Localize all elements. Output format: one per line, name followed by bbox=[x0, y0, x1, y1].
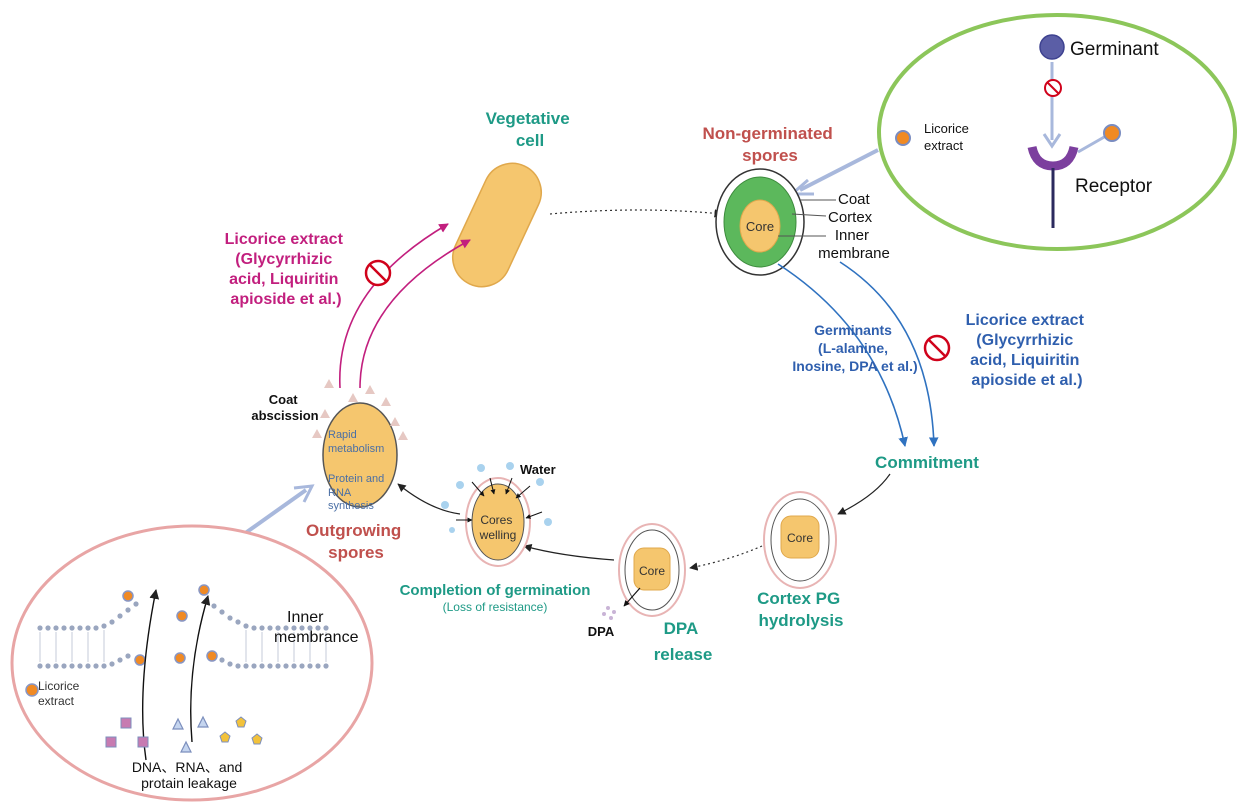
dpa-dots bbox=[602, 606, 616, 620]
extract-molecules bbox=[122, 584, 218, 666]
cortex-pg-core bbox=[780, 515, 820, 559]
rapid-metabolism-label: Rapid metabolism bbox=[328, 429, 384, 455]
dpa-release-label: DPA release bbox=[654, 619, 713, 664]
completion-spore: Cores welling Water Completion of germin… bbox=[400, 462, 591, 614]
receptor-icon bbox=[1027, 145, 1079, 171]
germinant-icon bbox=[1039, 34, 1065, 60]
prohibit-icon-left bbox=[364, 259, 392, 287]
membrane-inset-outline bbox=[10, 524, 374, 802]
arrow-cortex-to-dpa bbox=[689, 545, 763, 571]
coat-abscission-label: Coat abscission bbox=[251, 392, 318, 423]
arrow-completion-to-outgrowing bbox=[397, 483, 461, 515]
arrow-vegetative-to-spore bbox=[549, 209, 723, 218]
dpa-membrane bbox=[624, 529, 680, 611]
membrane-pointer bbox=[242, 488, 308, 536]
core-label: Core bbox=[746, 219, 774, 234]
membrane-pointer-head bbox=[293, 484, 315, 503]
outgrowing-label: Outgrowing spores bbox=[306, 521, 406, 562]
leakage-arrow-2 bbox=[190, 595, 211, 743]
dpa-release-spore: Core DPA DPA release bbox=[588, 523, 713, 664]
leakage-shapes bbox=[105, 715, 263, 753]
cortex-pg-membrane bbox=[770, 498, 830, 582]
completion-label: Completion of germination bbox=[400, 582, 591, 599]
arrow-dpa-to-completion bbox=[523, 543, 615, 561]
membrane-inset: Inner membrance Licorice extract DNA、RNA… bbox=[10, 524, 374, 802]
licorice-arrow-right bbox=[839, 261, 939, 447]
outgrowing-spore: Rapid metabolism Protein and RNA synthes… bbox=[251, 379, 408, 562]
extract-arrow bbox=[1077, 134, 1107, 154]
extract-icon bbox=[1103, 124, 1121, 142]
water-drops bbox=[441, 462, 552, 533]
lipid-bilayer bbox=[37, 601, 329, 669]
prohibit-icon-right bbox=[923, 334, 951, 362]
outgrowing-cell bbox=[322, 402, 398, 508]
licorice-extract-icon bbox=[895, 130, 911, 146]
inner-membrance-label: Inner membrance bbox=[274, 609, 359, 646]
water-label: Water bbox=[520, 462, 556, 477]
inner-membrane-label: Inner membrane bbox=[818, 227, 890, 262]
vegetative-cell-label: Vegetative cell bbox=[486, 109, 575, 150]
receptor-label: Receptor bbox=[1075, 176, 1153, 197]
protein-rna-label: Protein and RNA synthesis bbox=[328, 473, 387, 512]
loss-resistance-label: (Loss of resistance) bbox=[443, 600, 548, 614]
spore-core bbox=[739, 199, 781, 253]
dpa-label: DPA bbox=[588, 624, 615, 639]
cores-welling-label: Cores welling bbox=[479, 513, 517, 542]
cortex-leader bbox=[791, 213, 827, 217]
coat-fragments bbox=[312, 379, 408, 440]
germinant-label: Germinant bbox=[1070, 39, 1159, 60]
licorice-extract-left-label: Licorice extract (Glycyrrhizic acid, Liq… bbox=[225, 231, 348, 308]
outgrowth-arrow-2 bbox=[359, 239, 471, 389]
arrow-commitment-to-cortex bbox=[837, 473, 891, 515]
vegetative-cell-shape bbox=[452, 162, 542, 288]
coat-label: Coat bbox=[838, 191, 871, 208]
prohibit-icon bbox=[1044, 79, 1062, 97]
licorice-extract-inset-label: Licorice extract bbox=[924, 121, 972, 153]
germinant-arrow-head bbox=[1042, 133, 1062, 149]
cortex-pg-core-label: Core bbox=[787, 531, 813, 545]
cortex-label: Cortex bbox=[828, 209, 873, 226]
dpa-exit-arrow bbox=[623, 587, 641, 607]
dpa-core bbox=[633, 547, 671, 591]
cortex-pg-spore: Core Cortex PG hydrolysis bbox=[757, 491, 845, 630]
dpa-core-label: Core bbox=[639, 564, 665, 578]
membrane-extract-label: Licorice extract bbox=[38, 679, 83, 708]
inset-outline bbox=[877, 13, 1237, 251]
non-germinated-label: Non-germinated spores bbox=[702, 124, 837, 165]
inset-pointer bbox=[799, 148, 879, 192]
non-germinated-spore: Core Non-germinated spores Coat Cortex I… bbox=[702, 124, 890, 276]
germinants-label: Germinants (L-alanine, Inosine, DPA et a… bbox=[792, 322, 917, 374]
membrane-extract-icon bbox=[25, 683, 39, 697]
receptor-inset: Germinant Receptor Licorice extract bbox=[877, 13, 1237, 251]
commitment-label: Commitment bbox=[875, 453, 979, 472]
cortex-pg-label: Cortex PG hydrolysis bbox=[757, 589, 845, 630]
licorice-extract-right-label: Licorice extract (Glycyrrhizic acid, Liq… bbox=[966, 312, 1089, 389]
leakage-label: DNA、RNA、and protain leakage bbox=[132, 759, 246, 791]
germinants-arrow bbox=[777, 263, 908, 447]
vegetative-cell: Vegetative cell bbox=[452, 109, 575, 288]
outgrowth-arrow-1 bbox=[339, 223, 449, 389]
water-arrows bbox=[456, 477, 543, 523]
